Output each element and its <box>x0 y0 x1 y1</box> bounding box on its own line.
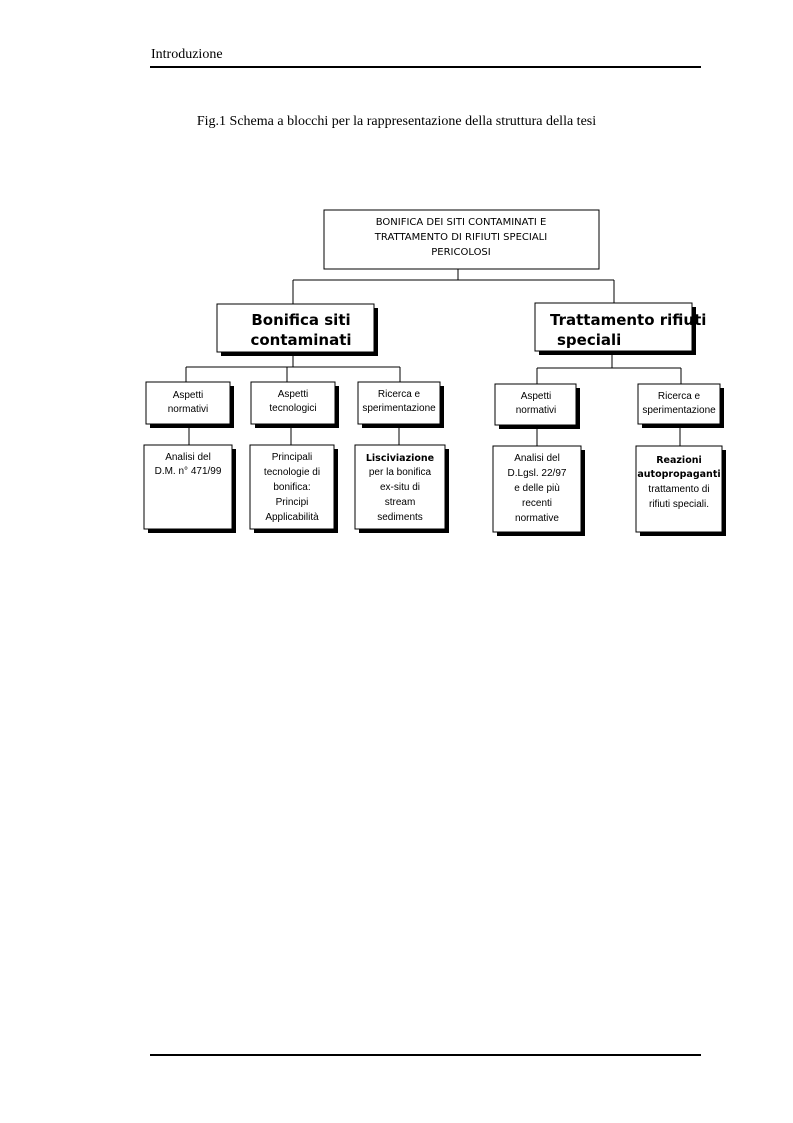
aspect-line: sperimentazione <box>642 405 716 416</box>
aspect-line: Aspetti <box>521 391 552 402</box>
branch-node-trattamento: Trattamento rifiuti speciali <box>534 302 706 355</box>
detail-node-dlgsl22: Analisi del D.Lgsl. 22/97 e delle più re… <box>492 445 585 536</box>
detail-bold-line: autopropaganti <box>637 469 720 480</box>
branch-trattamento-line-1: Trattamento rifiuti <box>550 311 706 329</box>
detail-line: sediments <box>377 512 423 523</box>
connector-lines <box>185 269 682 446</box>
footer-rule <box>150 1054 701 1056</box>
branch-trattamento-line-2: speciali <box>557 331 621 349</box>
detail-line: Analisi del <box>165 452 211 463</box>
aspect-line: Ricerca e <box>378 389 421 400</box>
detail-line: recenti <box>522 498 552 509</box>
detail-line: D.Lgsl. 22/97 <box>508 468 567 479</box>
detail-line: per la bonifica <box>369 467 432 478</box>
aspect-line: tecnologici <box>269 403 316 414</box>
aspect-line: Aspetti <box>278 389 309 400</box>
aspect-node-ricerca-left: Ricerca e sperimentazione <box>357 381 444 428</box>
detail-line: Principali <box>272 452 313 463</box>
aspect-line: normativi <box>168 404 209 415</box>
detail-line: Principi <box>276 497 309 508</box>
branch-bonifica-line-2: contaminati <box>250 331 351 349</box>
detail-node-lisciviazione: Lisciviazione per la bonifica ex-situ di… <box>354 444 449 533</box>
aspect-node-tecnologici: Aspetti tecnologici <box>250 381 339 428</box>
detail-line: ex-situ di <box>380 482 420 493</box>
aspect-node-normativi-right: Aspetti normativi <box>494 383 580 429</box>
detail-node-dm471: Analisi del D.M. n° 471/99 <box>143 444 236 533</box>
aspect-line: normativi <box>516 405 557 416</box>
detail-line: bonifica: <box>273 482 310 493</box>
detail-bold-line: Lisciviazione <box>366 453 434 464</box>
branch-node-bonifica: Bonifica siti contaminati <box>216 303 378 356</box>
aspect-line: Ricerca e <box>658 391 701 402</box>
root-node: BONIFICA DEI SITI CONTAMINATI E TRATTAME… <box>323 209 600 270</box>
root-line-2: TRATTAMENTO DI RIFIUTI SPECIALI <box>374 232 547 243</box>
detail-line: rifiuti speciali. <box>649 499 709 510</box>
detail-line: e delle più <box>514 483 560 494</box>
figure-caption: Fig.1 Schema a blocchi per la rappresent… <box>196 114 597 129</box>
detail-line: Applicabilità <box>265 512 319 523</box>
detail-line: trattamento di <box>648 484 709 495</box>
aspect-node-ricerca-right: Ricerca e sperimentazione <box>637 383 724 428</box>
aspect-line: sperimentazione <box>362 403 436 414</box>
detail-line: stream <box>385 497 416 508</box>
header-rule <box>150 66 701 68</box>
detail-bold-line: Reazioni <box>656 455 702 466</box>
detail-line: normative <box>515 513 559 524</box>
detail-line: Analisi del <box>514 453 560 464</box>
aspect-line: Aspetti <box>173 390 204 401</box>
detail-line: D.M. n° 471/99 <box>155 466 222 477</box>
running-header: Introduzione <box>151 47 223 62</box>
root-line-1: BONIFICA DEI SITI CONTAMINATI E <box>376 217 547 228</box>
aspect-node-normativi-left: Aspetti normativi <box>145 381 234 428</box>
root-line-3: PERICOLOSI <box>431 247 490 258</box>
branch-bonifica-line-1: Bonifica siti <box>251 311 350 329</box>
detail-node-tecnologie: Principali tecnologie di bonifica: Princ… <box>249 444 338 533</box>
detail-line: tecnologie di <box>264 467 320 478</box>
detail-node-reazioni: Reazioni autopropaganti trattamento di r… <box>635 445 726 536</box>
